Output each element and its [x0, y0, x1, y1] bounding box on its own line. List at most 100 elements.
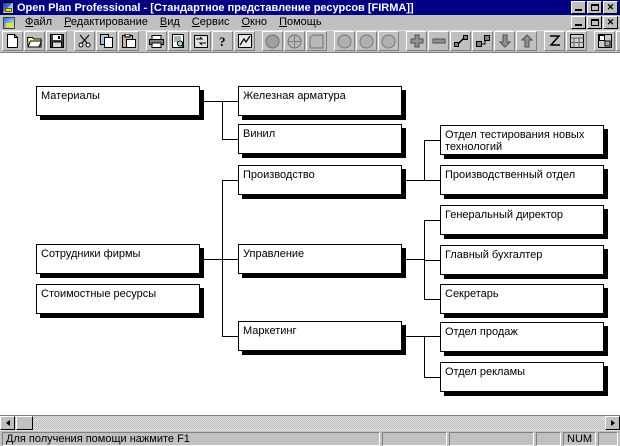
circle-plain-1-icon[interactable] — [334, 31, 355, 51]
menu-item-tools[interactable]: Сервис — [191, 16, 230, 28]
edge-line — [424, 180, 440, 181]
print-preview-icon[interactable] — [168, 31, 189, 51]
circle-plain-3-icon[interactable] — [378, 31, 399, 51]
import-export-icon[interactable] — [190, 31, 211, 51]
new-file-icon[interactable] — [2, 31, 23, 51]
paste-icon[interactable] — [118, 31, 139, 51]
edge-line — [200, 259, 222, 260]
circle-plain-2-icon[interactable] — [356, 31, 377, 51]
edge-line — [424, 140, 425, 180]
close-button[interactable]: ✕ — [603, 1, 618, 14]
diagram-canvas[interactable]: Материалы Сотрудники фирмы Стоимостные р… — [0, 53, 620, 415]
menu-item-view[interactable]: Вид — [159, 16, 180, 28]
status-message: Для получения помощи нажмите F1 — [2, 432, 380, 446]
child-minimize-button[interactable] — [571, 16, 586, 29]
node-chief-accountant[interactable]: Главный бухгалтер — [440, 245, 604, 275]
minus-icon[interactable] — [428, 31, 449, 51]
node-sales-dept[interactable]: Отдел продаж — [440, 322, 604, 352]
arrow-down-icon[interactable] — [494, 31, 515, 51]
node-label: Отдел рекламы — [445, 366, 526, 378]
title-bar: Open Plan Professional - [Стандартное пр… — [0, 0, 620, 15]
mdi-child-window-controls: ✕ — [570, 16, 618, 29]
status-panel-3 — [449, 432, 534, 446]
node-new-tech-testing[interactable]: Отдел тестирования новых технологий — [440, 125, 604, 155]
edge-line — [424, 220, 425, 299]
node-iron-fittings[interactable]: Железная арматура — [238, 86, 402, 116]
node-vinyl[interactable]: Винил — [238, 124, 402, 154]
node-label: Материалы — [41, 90, 100, 102]
node-label: Винил — [243, 128, 276, 140]
open-folder-icon[interactable] — [24, 31, 45, 51]
menu-item-window[interactable]: Окно — [241, 16, 268, 28]
scrollbar-track[interactable] — [15, 416, 605, 430]
circle-filled-icon[interactable] — [262, 31, 283, 51]
edge-line — [222, 101, 223, 139]
node-production[interactable]: Производство — [238, 165, 402, 195]
node-label: Стоимостные ресурсы — [41, 288, 157, 300]
edge-line — [200, 101, 222, 102]
minimize-button[interactable] — [571, 1, 586, 14]
edge-line — [424, 140, 440, 141]
arrow-up-icon[interactable] — [516, 31, 537, 51]
calendar-icon[interactable] — [566, 31, 587, 51]
circle-split-icon[interactable] — [284, 31, 305, 51]
node-production-dept[interactable]: Производственный отдел — [440, 165, 604, 195]
edge-line — [222, 101, 238, 102]
menu-item-file[interactable]: Файл — [25, 16, 53, 28]
child-close-button[interactable]: ✕ — [603, 16, 618, 29]
help-question-icon[interactable]: ? — [212, 31, 233, 51]
save-disk-icon[interactable] — [46, 31, 67, 51]
menu-bar: Файл Редактирование Вид Сервис Окно Помо… — [0, 15, 620, 30]
edge-line — [424, 377, 440, 378]
edge-line — [222, 180, 223, 336]
edge-line — [424, 336, 440, 337]
rounded-square-icon[interactable] — [306, 31, 327, 51]
edge-line — [424, 220, 440, 221]
node-label: Главный бухгалтер — [445, 249, 543, 261]
menu-item-edit[interactable]: Редактирование — [64, 16, 148, 28]
node-staff[interactable]: Сотрудники фирмы — [36, 244, 200, 274]
node-label: Железная арматура — [243, 90, 346, 102]
copy-icon[interactable] — [96, 31, 117, 51]
cut-scissors-icon[interactable] — [74, 31, 95, 51]
horizontal-scrollbar[interactable] — [0, 415, 620, 430]
edge-line — [424, 260, 440, 261]
maximize-button[interactable] — [587, 1, 602, 14]
mdi-document-icon[interactable] — [3, 16, 15, 29]
edge-line — [424, 299, 440, 300]
edge-line — [424, 336, 425, 377]
window-controls: ✕ — [570, 1, 618, 14]
node-label: Секретарь — [445, 288, 499, 300]
node-cost-resources[interactable]: Стоимостные ресурсы — [36, 284, 200, 314]
status-panel-6 — [598, 432, 618, 446]
child-restore-button[interactable] — [587, 16, 602, 29]
node-ad-dept[interactable]: Отдел рекламы — [440, 362, 604, 392]
scroll-left-arrow[interactable] — [0, 416, 15, 430]
scroll-thumb[interactable] — [16, 416, 33, 430]
restore-window-icon[interactable] — [616, 31, 620, 51]
link-icon[interactable] — [450, 31, 471, 51]
zigzag-icon[interactable] — [544, 31, 565, 51]
node-secretary[interactable]: Секретарь — [440, 284, 604, 314]
tile-icon[interactable] — [594, 31, 615, 51]
node-materials[interactable]: Материалы — [36, 86, 200, 116]
edge-line — [222, 259, 238, 260]
plus-icon[interactable] — [406, 31, 427, 51]
menu-item-help[interactable]: Помощь — [279, 16, 322, 28]
edge-line — [402, 180, 424, 181]
edge-line — [402, 259, 424, 260]
print-icon[interactable] — [146, 31, 167, 51]
svg-text:?: ? — [219, 34, 226, 48]
find-icon[interactable] — [234, 31, 255, 51]
node-management[interactable]: Управление — [238, 244, 402, 274]
node-label: Сотрудники фирмы — [41, 248, 141, 260]
scroll-right-arrow[interactable] — [605, 416, 620, 430]
status-bar: Для получения помощи нажмите F1 NUM — [0, 430, 620, 446]
node-label: Генеральный директор — [445, 209, 563, 221]
step-icon[interactable] — [472, 31, 493, 51]
app-icon — [2, 1, 14, 14]
node-general-director[interactable]: Генеральный директор — [440, 205, 604, 235]
edge-line — [222, 336, 238, 337]
node-marketing[interactable]: Маркетинг — [238, 321, 402, 351]
